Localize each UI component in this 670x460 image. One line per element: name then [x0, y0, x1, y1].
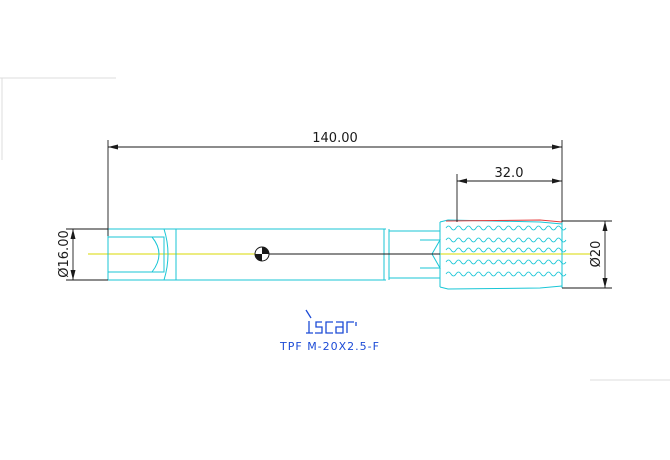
thread-length-label: 32.0 [495, 166, 524, 181]
iscar-logo-icon [305, 309, 357, 334]
dimension-lines [66, 140, 612, 289]
thread-row [445, 271, 567, 277]
center-of-mass-symbol [254, 246, 440, 262]
thread-section [439, 219, 567, 290]
overall-length-label: 140.00 [312, 131, 358, 146]
sheet-frame [0, 77, 670, 381]
thread-diameter-label: Ø20 [589, 241, 604, 268]
thread-teeth [445, 225, 567, 277]
dimension-arrows [70, 144, 608, 288]
thread-row [445, 247, 567, 253]
thread-row [445, 237, 567, 243]
shank-outline [107, 222, 441, 287]
shank-diameter-label: Ø16.00 [57, 230, 72, 277]
tool-designation: TPF M-20X2.5-F [279, 340, 380, 353]
thread-row [445, 225, 567, 231]
thread-row [445, 259, 567, 265]
